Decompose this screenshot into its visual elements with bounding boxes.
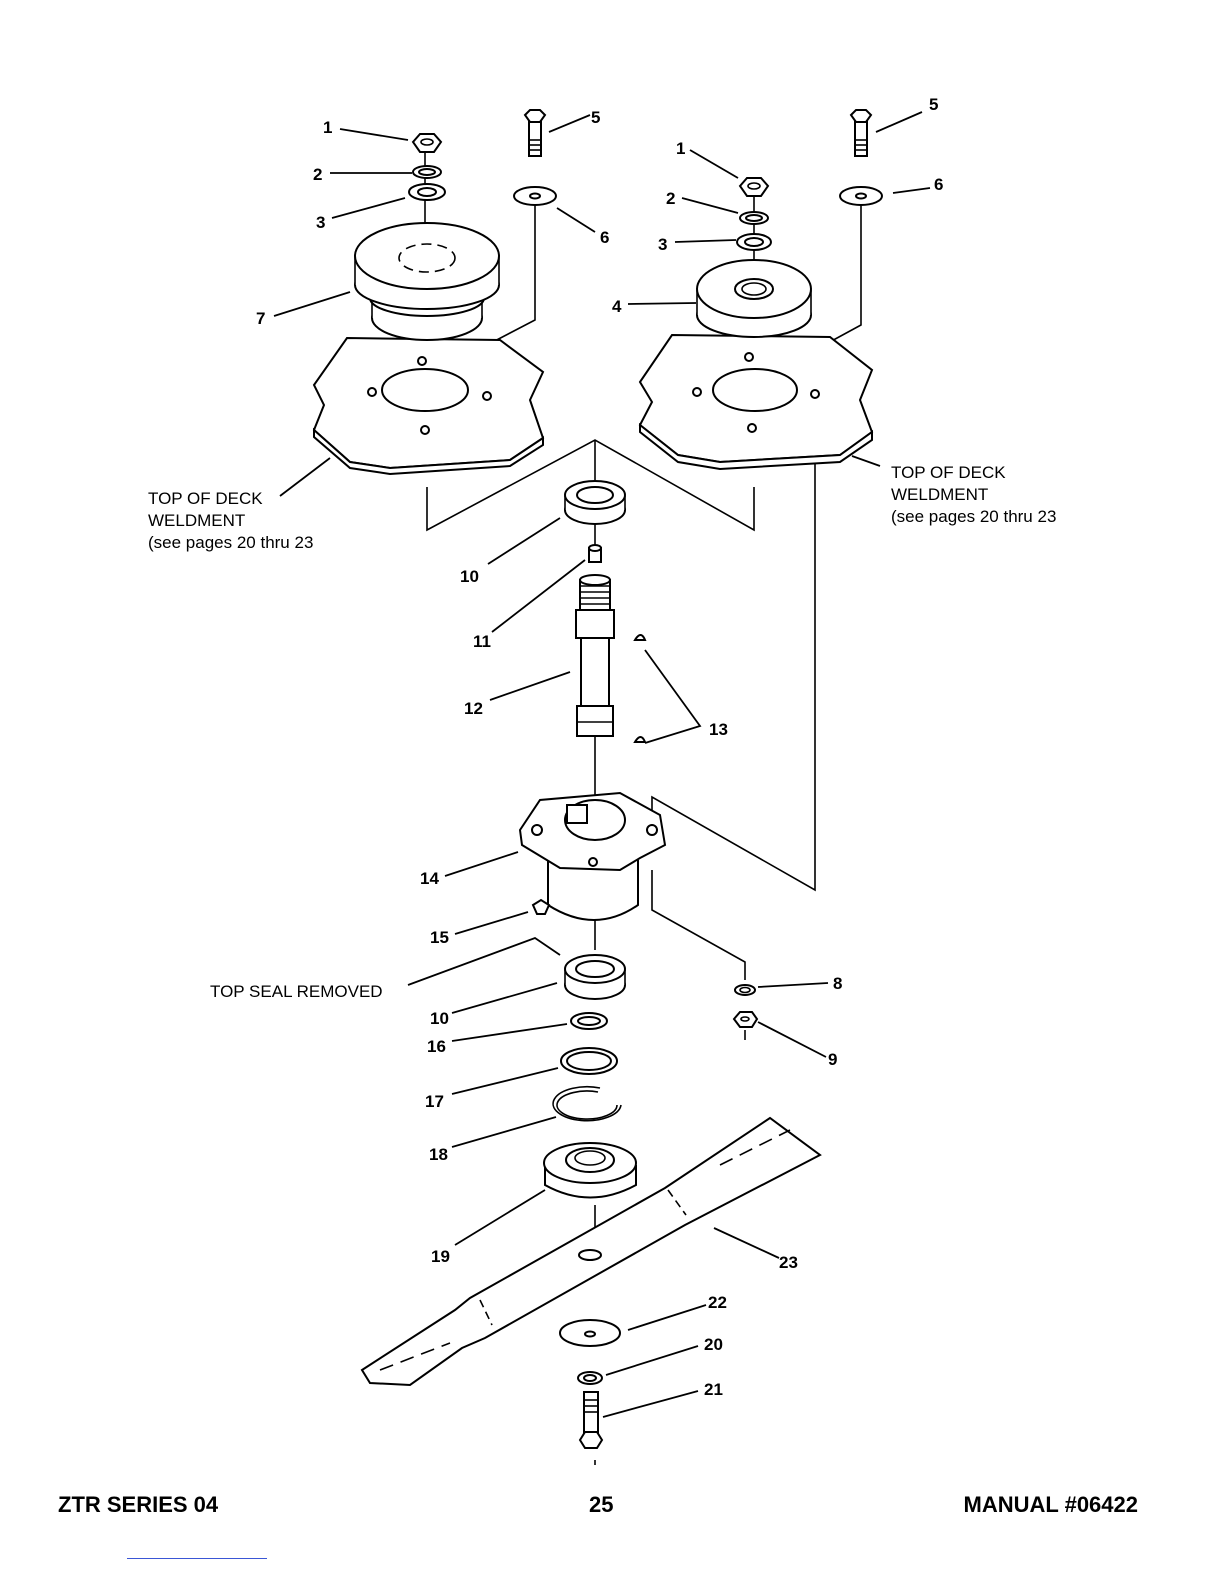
side-hardware bbox=[734, 985, 757, 1027]
note-right-line-3: (see pages 20 thru 23 bbox=[891, 507, 1056, 526]
callout-21: 21 bbox=[704, 1380, 723, 1399]
housing-fitting bbox=[533, 900, 549, 914]
callout-2a: 2 bbox=[313, 165, 322, 184]
note-left-line-3: (see pages 20 thru 23 bbox=[148, 533, 313, 552]
callout-10a: 10 bbox=[460, 567, 479, 586]
callout-11: 11 bbox=[473, 632, 491, 651]
left-deck-plate bbox=[314, 338, 543, 474]
callout-14: 14 bbox=[420, 869, 439, 888]
bottom-rule bbox=[127, 1558, 267, 1559]
callout-2b: 2 bbox=[666, 189, 675, 208]
grease-fitting bbox=[589, 545, 601, 562]
note-left-line-2: WELDMENT bbox=[148, 511, 245, 530]
seals-and-rings bbox=[553, 1013, 621, 1121]
callout-6b: 6 bbox=[934, 175, 943, 194]
note-right-deck: TOP OF DECK WELDMENT (see pages 20 thru … bbox=[891, 463, 1056, 526]
callout-17: 17 bbox=[425, 1092, 444, 1111]
callout-13: 13 bbox=[709, 720, 728, 739]
lower-bearing bbox=[565, 955, 625, 999]
callout-5b: 5 bbox=[929, 95, 938, 114]
left-pulley bbox=[355, 223, 499, 340]
callout-23: 23 bbox=[779, 1253, 798, 1272]
left-hardware bbox=[409, 110, 556, 205]
callout-22: 22 bbox=[708, 1293, 727, 1312]
keys bbox=[635, 635, 645, 742]
callout-12: 12 bbox=[464, 699, 483, 718]
callout-20: 20 bbox=[704, 1335, 723, 1354]
callout-7: 7 bbox=[256, 309, 265, 328]
note-left-deck: TOP OF DECK WELDMENT (see pages 20 thru … bbox=[148, 489, 313, 552]
note-right-line-1: TOP OF DECK bbox=[891, 463, 1006, 482]
callout-16: 16 bbox=[427, 1037, 446, 1056]
callout-4: 4 bbox=[612, 297, 622, 316]
spindle-shaft bbox=[576, 575, 614, 736]
right-pulley bbox=[697, 260, 811, 337]
callout-1b: 1 bbox=[676, 139, 685, 158]
lower-cap bbox=[544, 1143, 636, 1198]
blade-hardware bbox=[560, 1320, 620, 1448]
footer-series-label: ZTR SERIES 04 bbox=[58, 1492, 218, 1518]
callout-8: 8 bbox=[833, 974, 842, 993]
callout-5a: 5 bbox=[591, 108, 600, 127]
callout-3b: 3 bbox=[658, 235, 667, 254]
upper-bearing bbox=[565, 481, 625, 524]
callout-9: 9 bbox=[828, 1050, 837, 1069]
footer-manual-number: MANUAL #06422 bbox=[964, 1492, 1138, 1518]
callout-15: 15 bbox=[430, 928, 449, 947]
callout-1a: 1 bbox=[323, 118, 332, 137]
note-left-line-1: TOP OF DECK bbox=[148, 489, 263, 508]
note-top-seal-removed: TOP SEAL REMOVED bbox=[210, 982, 383, 1001]
callout-6a: 6 bbox=[600, 228, 609, 247]
callout-18: 18 bbox=[429, 1145, 448, 1164]
callout-10b: 10 bbox=[430, 1009, 449, 1028]
note-right-line-2: WELDMENT bbox=[891, 485, 988, 504]
callout-3a: 3 bbox=[316, 213, 325, 232]
footer-page-number: 25 bbox=[589, 1492, 613, 1518]
right-deck-plate bbox=[640, 335, 872, 469]
callout-19: 19 bbox=[431, 1247, 450, 1266]
